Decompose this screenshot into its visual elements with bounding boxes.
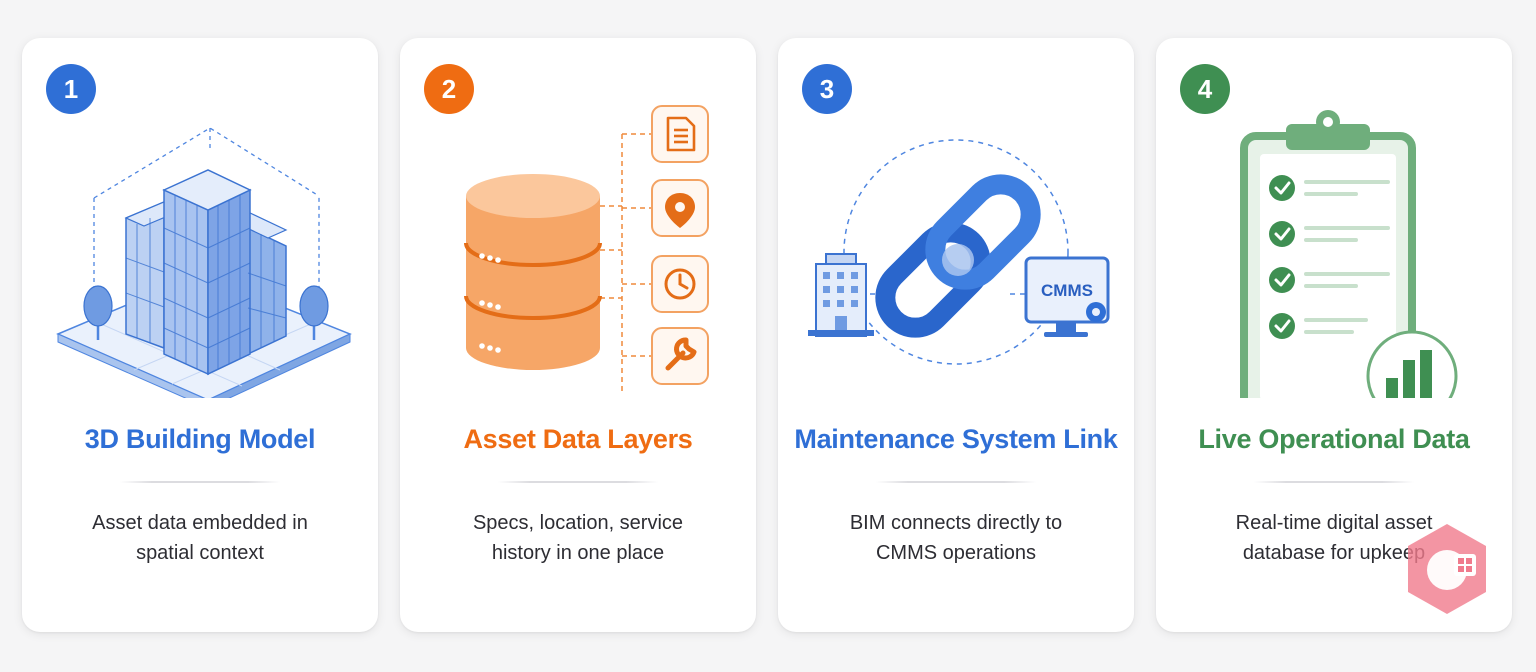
clipboard-checklist-icon — [1240, 110, 1458, 398]
description-line-2: spatial context — [136, 542, 264, 564]
description-line-1: BIM connects directly to — [849, 512, 1063, 534]
description-line-1: Real-time digital asset — [1235, 512, 1433, 534]
divider — [120, 481, 280, 483]
card-title: Asset Data Layers — [463, 424, 693, 454]
chain-link-icon: CMMS — [808, 139, 1110, 365]
step-card-4: 4 — [1156, 38, 1512, 632]
cmms-label: CMMS — [1041, 281, 1093, 300]
monitor-icon: CMMS — [1024, 256, 1110, 337]
card-description: Asset data embedded in spatial context — [52, 508, 348, 568]
card-description: Real-time digital asset database for upk… — [1186, 508, 1482, 568]
step-number-badge: 1 — [46, 64, 96, 114]
description-line-2: CMMS operations — [875, 542, 1037, 564]
card-description: BIM connects directly to CMMS operations — [808, 508, 1104, 568]
description-line-2: database for upkeep — [1242, 542, 1426, 564]
step-number-badge: 2 — [424, 64, 474, 114]
building-icon — [808, 253, 874, 337]
step-card-1: 1 — [22, 38, 378, 632]
divider — [1254, 481, 1414, 483]
divider — [876, 481, 1036, 483]
description-line-1: Specs, location, service — [472, 512, 684, 534]
watermark-logo-icon — [1408, 524, 1486, 614]
step-number-badge: 3 — [802, 64, 852, 114]
card-title: Live Operational Data — [1198, 424, 1470, 454]
step-card-3: 3 — [778, 38, 1134, 632]
database-stack-icon — [464, 105, 709, 394]
isometric-building-icon — [56, 127, 352, 398]
step-number-badge: 4 — [1180, 64, 1230, 114]
card-title: 3D Building Model — [84, 424, 316, 454]
description-line-1: Asset data embedded in — [92, 512, 308, 534]
description-line-2: history in one place — [491, 542, 665, 564]
card-description: Specs, location, service history in one … — [430, 508, 726, 568]
card-title: Maintenance System Link — [794, 424, 1118, 454]
divider — [498, 481, 658, 483]
step-card-2: 2 — [400, 38, 756, 632]
